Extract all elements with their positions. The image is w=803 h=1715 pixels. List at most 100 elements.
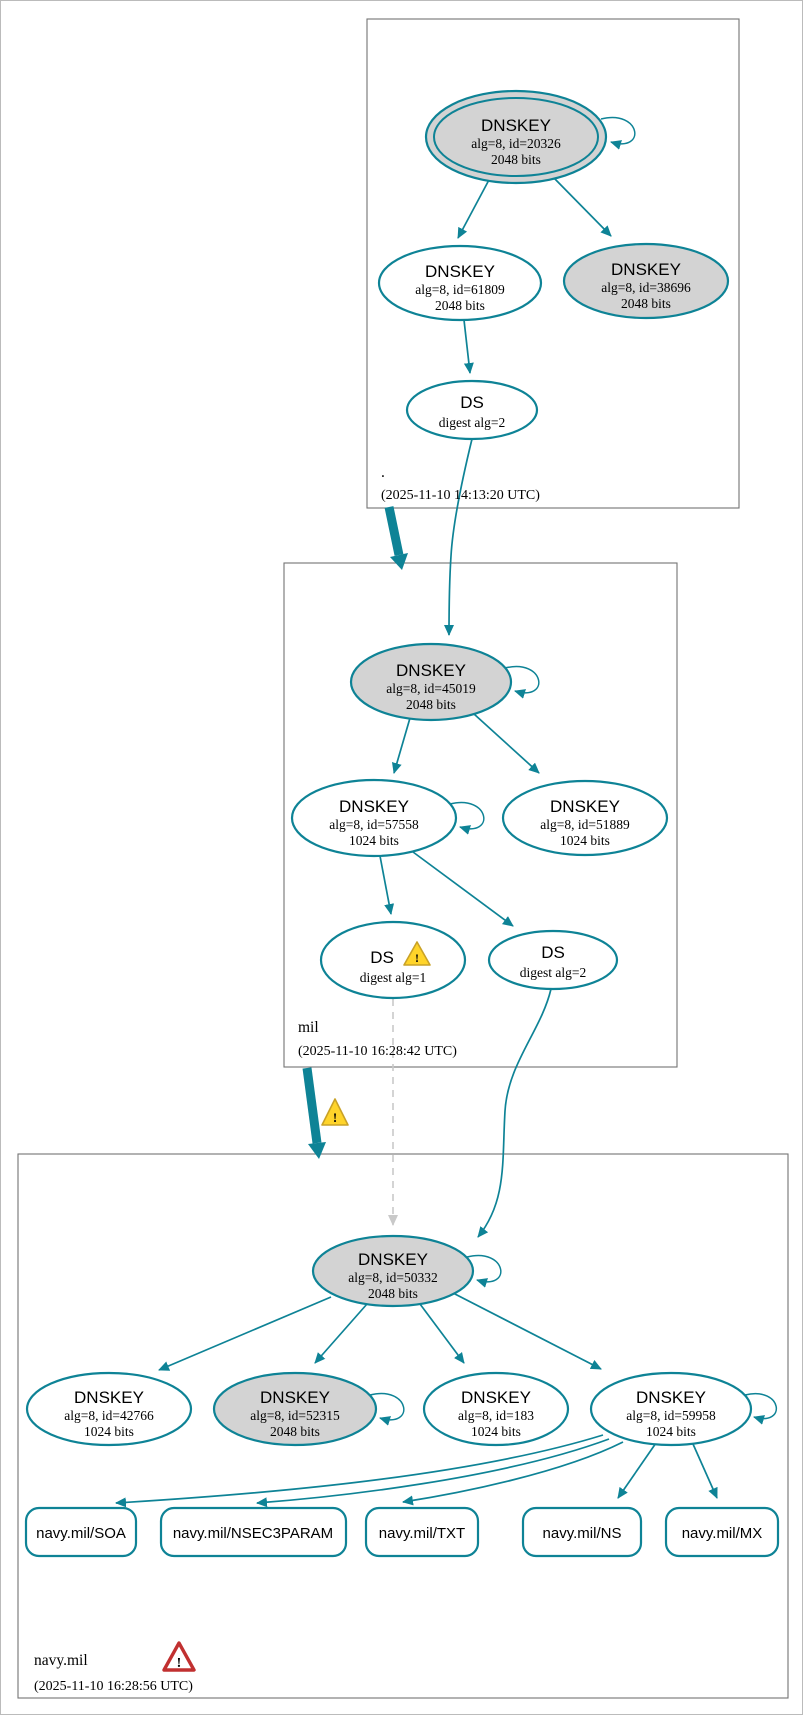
selfloop-50332 bbox=[466, 1254, 502, 1288]
edge-45019-to-57558 bbox=[391, 717, 411, 774]
rrset-label: navy.mil/NS bbox=[543, 1525, 622, 1542]
rrset-navy-mil-nsec3param[interactable]: navy.mil/NSEC3PARAM bbox=[159, 1506, 348, 1558]
dnskey-57558-node[interactable]: DNSKEY alg=8, id=57558 1024 bits bbox=[290, 778, 458, 858]
rrset-navy-mil-ns[interactable]: navy.mil/NS bbox=[521, 1506, 643, 1558]
rrset-label: navy.mil/NSEC3PARAM bbox=[173, 1525, 333, 1542]
svg-text:!: ! bbox=[333, 1110, 337, 1125]
warning-icon: ! bbox=[403, 941, 431, 966]
svg-text:!: ! bbox=[415, 951, 419, 965]
edge-59958-to-ns bbox=[617, 1442, 657, 1499]
rrset-navy-mil-mx[interactable]: navy.mil/MX bbox=[664, 1506, 780, 1558]
dnskey-183-node[interactable]: DNSKEY alg=8, id=183 1024 bits bbox=[422, 1371, 570, 1447]
rrset-navy-mil-txt[interactable]: navy.mil/TXT bbox=[364, 1506, 480, 1558]
delegation-arrowhead-mil-to-navy bbox=[308, 1142, 326, 1159]
node-bits: 1024 bits bbox=[84, 1424, 134, 1439]
node-detail: alg=8, id=59958 bbox=[626, 1408, 716, 1423]
dnskey-45019-node[interactable]: DNSKEY alg=8, id=45019 2048 bits bbox=[349, 642, 513, 722]
delegation-arrowhead-root-to-mil bbox=[390, 553, 408, 570]
dnskey-59958-node[interactable]: DNSKEY alg=8, id=59958 1024 bits bbox=[589, 1371, 753, 1447]
zone-mil: DNSKEY alg=8, id=45019 2048 bits DNSKEY … bbox=[290, 642, 669, 1059]
node-title: DS bbox=[370, 948, 394, 967]
ds-mil-alg1-node[interactable]: DS ! digest alg=1 bbox=[319, 920, 467, 1000]
node-title: DNSKEY bbox=[260, 1388, 330, 1407]
node-detail: alg=8, id=183 bbox=[458, 1408, 534, 1423]
delegation-arrow-root-to-mil bbox=[384, 506, 404, 556]
edge-59958-to-soa bbox=[115, 1434, 604, 1508]
edge-mil-ds2-to-navy-ksk bbox=[477, 988, 552, 1238]
node-title: DNSKEY bbox=[425, 262, 495, 281]
selfloop-45019 bbox=[504, 665, 540, 699]
ds-mil-alg2-node[interactable]: DS digest alg=2 bbox=[487, 929, 619, 991]
node-title: DNSKEY bbox=[481, 116, 551, 135]
edge-59958-to-nsec3param bbox=[256, 1438, 610, 1508]
rrset-label: navy.mil/SOA bbox=[36, 1525, 126, 1542]
delegation-arrow-mil-to-navy bbox=[302, 1067, 322, 1144]
dnskey-38696-node[interactable]: DNSKEY alg=8, id=38696 2048 bits bbox=[562, 242, 730, 320]
ds-root-node[interactable]: DS digest alg=2 bbox=[405, 379, 539, 441]
zone-label-mil: mil bbox=[298, 1019, 319, 1036]
node-detail: alg=8, id=57558 bbox=[329, 817, 419, 832]
node-detail: digest alg=2 bbox=[520, 965, 586, 980]
node-bits: 1024 bits bbox=[560, 833, 610, 848]
dnskey-51889-node[interactable]: DNSKEY alg=8, id=51889 1024 bits bbox=[501, 779, 669, 857]
node-title: DNSKEY bbox=[550, 797, 620, 816]
node-detail: alg=8, id=45019 bbox=[386, 681, 476, 696]
dnskey-52315-node[interactable]: DNSKEY alg=8, id=52315 2048 bits bbox=[212, 1371, 378, 1447]
zone-label-root: . bbox=[381, 464, 385, 481]
node-detail: alg=8, id=38696 bbox=[601, 280, 691, 295]
edge-50332-to-52315 bbox=[314, 1303, 368, 1364]
dnskey-20326-node[interactable]: DNSKEY alg=8, id=20326 2048 bits bbox=[424, 89, 608, 185]
zone-label-navy-mil: navy.mil bbox=[34, 1652, 88, 1669]
edge-57558-to-ds1 bbox=[379, 855, 395, 915]
selfloop-57558 bbox=[449, 801, 485, 835]
zone-timestamp-root: (2025-11-10 14:13:20 UTC) bbox=[381, 488, 540, 503]
edge-20326-to-38696 bbox=[552, 176, 612, 237]
zone-box-root bbox=[366, 18, 740, 509]
zone-timestamp-navy-mil: (2025-11-10 16:28:56 UTC) bbox=[34, 1679, 193, 1694]
node-bits: 1024 bits bbox=[349, 833, 399, 848]
edge-root-ds-to-mil-ksk bbox=[444, 438, 473, 636]
node-bits: 2048 bits bbox=[491, 152, 541, 167]
node-detail: alg=8, id=20326 bbox=[471, 136, 561, 151]
node-title: DNSKEY bbox=[74, 1388, 144, 1407]
node-title: DS bbox=[460, 393, 484, 412]
node-title: DNSKEY bbox=[611, 260, 681, 279]
edge-59958-to-txt bbox=[402, 1441, 624, 1506]
rrset-navy-mil-soa[interactable]: navy.mil/SOA bbox=[24, 1506, 138, 1558]
edge-59958-to-mx bbox=[692, 1443, 718, 1499]
node-bits: 1024 bits bbox=[646, 1424, 696, 1439]
node-detail: alg=8, id=61809 bbox=[415, 282, 505, 297]
svg-text:!: ! bbox=[177, 1656, 182, 1671]
node-title: DNSKEY bbox=[339, 797, 409, 816]
dnskey-42766-node[interactable]: DNSKEY alg=8, id=42766 1024 bits bbox=[25, 1371, 193, 1447]
edge-57558-to-ds2 bbox=[412, 851, 514, 927]
node-detail: digest alg=2 bbox=[439, 415, 505, 430]
node-title: DNSKEY bbox=[461, 1388, 531, 1407]
edge-50332-to-183 bbox=[419, 1303, 465, 1364]
node-detail: alg=8, id=51889 bbox=[540, 817, 630, 832]
edge-61809-to-ds bbox=[463, 319, 474, 374]
zone-box-navy-mil bbox=[17, 1153, 789, 1699]
selfloop-59958 bbox=[744, 1392, 778, 1425]
node-bits: 2048 bits bbox=[406, 697, 456, 712]
edge-50332-to-59958 bbox=[452, 1292, 602, 1370]
warning-icon: ! bbox=[321, 1098, 349, 1126]
dnskey-61809-node[interactable]: DNSKEY alg=8, id=61809 2048 bits bbox=[377, 244, 543, 322]
zone-root: DNSKEY alg=8, id=20326 2048 bits DNSKEY … bbox=[377, 89, 730, 503]
zone-navy-mil: DNSKEY alg=8, id=50332 2048 bits DNSKEY … bbox=[24, 1234, 780, 1694]
selfloop-20326 bbox=[600, 116, 636, 150]
node-detail: alg=8, id=52315 bbox=[250, 1408, 340, 1423]
dnskey-50332-node[interactable]: DNSKEY alg=8, id=50332 2048 bits bbox=[311, 1234, 475, 1308]
node-bits: 2048 bits bbox=[368, 1286, 418, 1301]
edge-45019-to-51889 bbox=[473, 713, 540, 774]
node-bits: 2048 bits bbox=[621, 296, 671, 311]
zone-box-mil bbox=[283, 562, 678, 1068]
node-title: DNSKEY bbox=[358, 1250, 428, 1269]
node-bits: 2048 bits bbox=[435, 298, 485, 313]
node-bits: 1024 bits bbox=[471, 1424, 521, 1439]
rrset-label: navy.mil/MX bbox=[682, 1525, 763, 1542]
selfloop-52315 bbox=[369, 1392, 405, 1426]
edge-50332-to-42766 bbox=[158, 1296, 332, 1371]
rrset-label: navy.mil/TXT bbox=[379, 1525, 465, 1542]
